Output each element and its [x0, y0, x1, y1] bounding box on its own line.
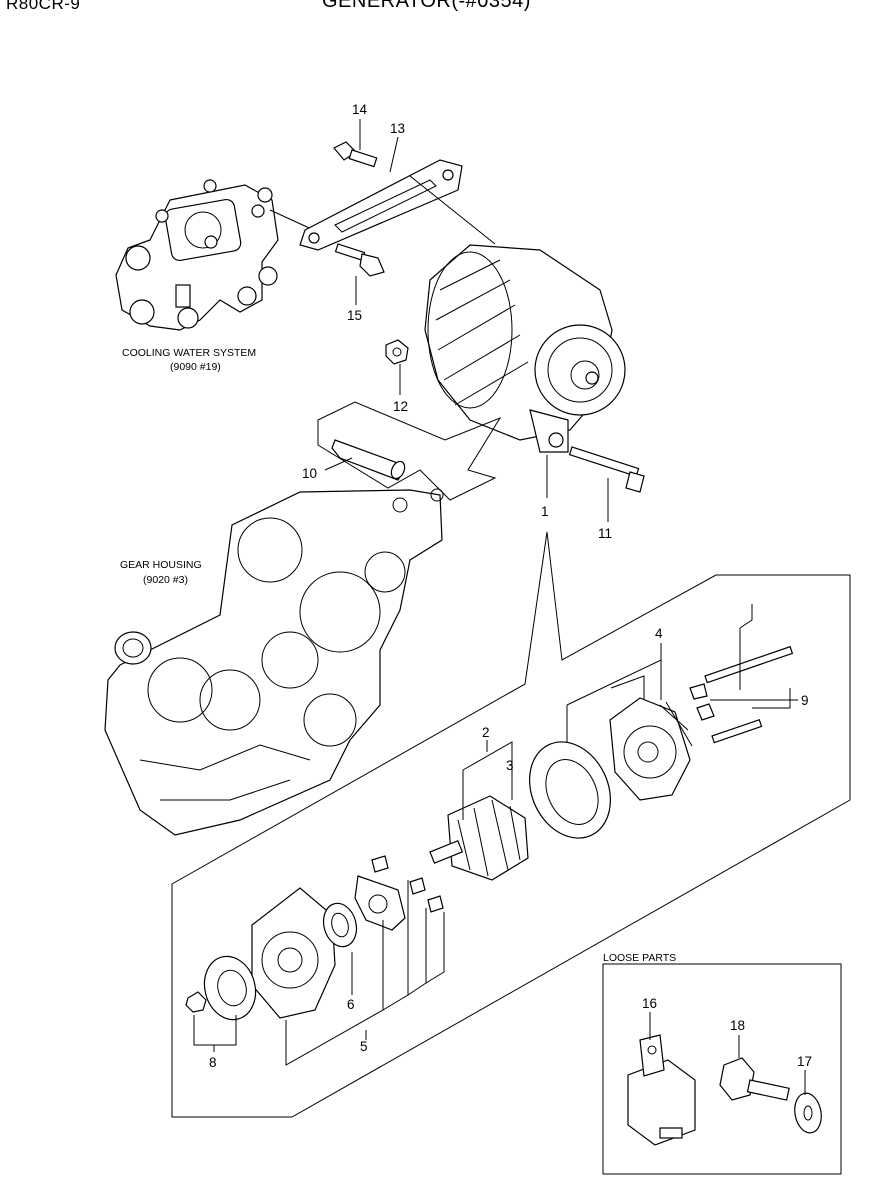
callout-8: 8 — [209, 1055, 217, 1070]
loose-parts-box — [602, 963, 842, 1175]
rear-cover-4 — [609, 697, 693, 801]
generator-assembly-1 — [424, 244, 626, 453]
bolt-18 — [719, 1057, 790, 1101]
cooling-system-label: COOLING WATER SYSTEM — [122, 347, 256, 359]
pulley-8 — [185, 955, 257, 1021]
callout-1: 1 — [541, 504, 549, 519]
callout-3: 3 — [506, 758, 514, 773]
model-code: R80CR-9 — [6, 0, 81, 13]
stator-3 — [528, 741, 612, 839]
callout-11: 11 — [598, 526, 612, 541]
callout-17: 17 — [797, 1054, 812, 1069]
cooling-water-pump-drawing — [115, 179, 319, 331]
screws — [371, 855, 444, 913]
retainer-plate — [354, 875, 406, 931]
callout-10: 10 — [302, 466, 317, 481]
callout-18: 18 — [730, 1018, 745, 1033]
gear-housing-code: (9020 #3) — [143, 574, 188, 586]
gear-housing-label: GEAR HOUSING — [120, 559, 202, 571]
front-bracket — [251, 887, 336, 1019]
spacer-10 — [317, 401, 502, 501]
callout-9: 9 — [801, 693, 809, 708]
callout-16: 16 — [642, 996, 657, 1011]
nut-12 — [385, 339, 409, 365]
callout-14: 14 — [352, 102, 368, 117]
callout-15: 15 — [347, 308, 362, 323]
washer-17 — [794, 1092, 822, 1134]
callout-5: 5 — [360, 1039, 368, 1054]
bearing-6 — [322, 902, 358, 948]
through-bolts-9 — [689, 645, 794, 744]
callout-2: 2 — [482, 725, 490, 740]
callout-13: 13 — [390, 121, 405, 136]
callout-6: 6 — [347, 997, 355, 1012]
callout-4: 4 — [655, 626, 663, 641]
page-title: GENERATOR(-#0354) — [322, 0, 531, 12]
callout-12: 12 — [393, 399, 408, 414]
rotor-2 — [429, 795, 529, 881]
gear-housing-drawing — [104, 488, 444, 836]
bolt-14 — [333, 141, 378, 168]
loose-parts-title: LOOSE PARTS — [603, 952, 676, 964]
bracket-13 — [299, 159, 463, 251]
bolt-15 — [334, 243, 385, 277]
bolt-11 — [568, 446, 645, 493]
relay-16 — [627, 1034, 696, 1146]
cooling-system-code: (9090 #19) — [170, 361, 221, 373]
exploded-view-frame — [171, 531, 851, 1118]
